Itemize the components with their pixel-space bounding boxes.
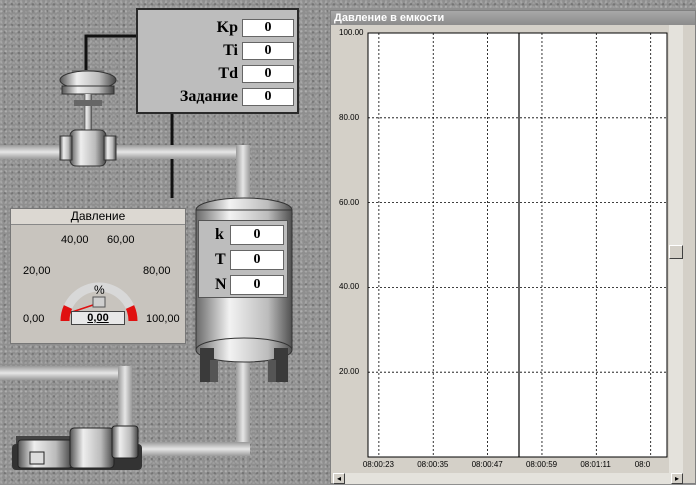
gauge-tick: 20,00 bbox=[23, 265, 51, 277]
setpoint-row: Задание 0 bbox=[138, 87, 301, 107]
scroll-right-button[interactable]: ▸ bbox=[671, 473, 683, 484]
y-tick-label: 20.00 bbox=[339, 367, 360, 377]
tank-params-panel: k 0 T 0 N 0 bbox=[198, 220, 288, 298]
td-row: Td 0 bbox=[138, 64, 301, 84]
n-label: N bbox=[215, 276, 227, 293]
x-tick-label: 08:00:47 bbox=[471, 460, 503, 469]
outlet-pipe bbox=[0, 360, 250, 456]
pump-icon bbox=[12, 425, 142, 470]
k-label: k bbox=[215, 226, 224, 243]
gauge-unit: % bbox=[94, 283, 105, 297]
setpoint-label: Задание bbox=[179, 88, 238, 105]
y-tick-label: 60.00 bbox=[339, 197, 360, 207]
gauge-tick: 40,00 bbox=[61, 234, 89, 246]
ti-input[interactable]: 0 bbox=[242, 42, 294, 60]
gauge-tick: 100,00 bbox=[146, 313, 180, 325]
y-axis-area bbox=[333, 25, 367, 475]
kp-row: Kp 0 bbox=[138, 18, 301, 38]
x-tick-label: 08:0 bbox=[634, 460, 651, 469]
gauge-tick: 80,00 bbox=[143, 265, 171, 277]
kp-label: Kp bbox=[216, 19, 238, 36]
pressure-gauge-panel: Давление 40,00 60,00 20,00 80,00 0,00 10… bbox=[10, 208, 186, 344]
td-input[interactable]: 0 bbox=[242, 65, 294, 83]
chart-vertical-scrollbar[interactable] bbox=[669, 25, 683, 473]
setpoint-input[interactable]: 0 bbox=[242, 88, 294, 106]
y-tick-label: 100.00 bbox=[339, 28, 364, 37]
kp-input[interactable]: 0 bbox=[242, 19, 294, 37]
t-input[interactable]: 0 bbox=[230, 250, 284, 270]
x-tick-label: 08:01:11 bbox=[580, 460, 611, 469]
gauge-value-display: 0,00 bbox=[71, 311, 125, 325]
chart-title: Давление в емкости bbox=[331, 11, 695, 25]
control-valve-icon bbox=[59, 70, 117, 167]
td-label: Td bbox=[218, 65, 238, 82]
scrollbar-thumb[interactable] bbox=[669, 245, 683, 259]
gauge-tick: 0,00 bbox=[23, 313, 45, 325]
t-label: T bbox=[215, 251, 226, 268]
x-tick-label: 08:00:23 bbox=[362, 460, 394, 469]
gauge-tick: 60,00 bbox=[107, 234, 135, 246]
pid-settings-panel: Kp 0 Ti 0 Td 0 Задание 0 bbox=[136, 8, 299, 114]
scroll-left-button[interactable]: ◂ bbox=[333, 473, 345, 484]
ti-label: Ti bbox=[223, 42, 238, 59]
y-tick-label: 80.00 bbox=[339, 112, 360, 122]
gauge-title: Давление bbox=[11, 209, 185, 225]
chart-horizontal-scrollbar[interactable]: ◂ ▸ bbox=[333, 473, 683, 484]
k-input[interactable]: 0 bbox=[230, 225, 284, 245]
trend-chart bbox=[367, 32, 668, 458]
ti-row: Ti 0 bbox=[138, 41, 301, 61]
x-tick-label: 08:00:59 bbox=[525, 460, 558, 469]
pressure-trend-window: Давление в емкости ◂ ▸ 100.00 80.00 60.00 4… bbox=[330, 10, 696, 484]
inlet-pipe bbox=[0, 145, 250, 205]
x-tick-label: 08:00:35 bbox=[417, 460, 449, 469]
plot-area bbox=[367, 32, 668, 458]
y-tick-label: 40.00 bbox=[339, 282, 360, 292]
n-input[interactable]: 0 bbox=[230, 275, 284, 295]
